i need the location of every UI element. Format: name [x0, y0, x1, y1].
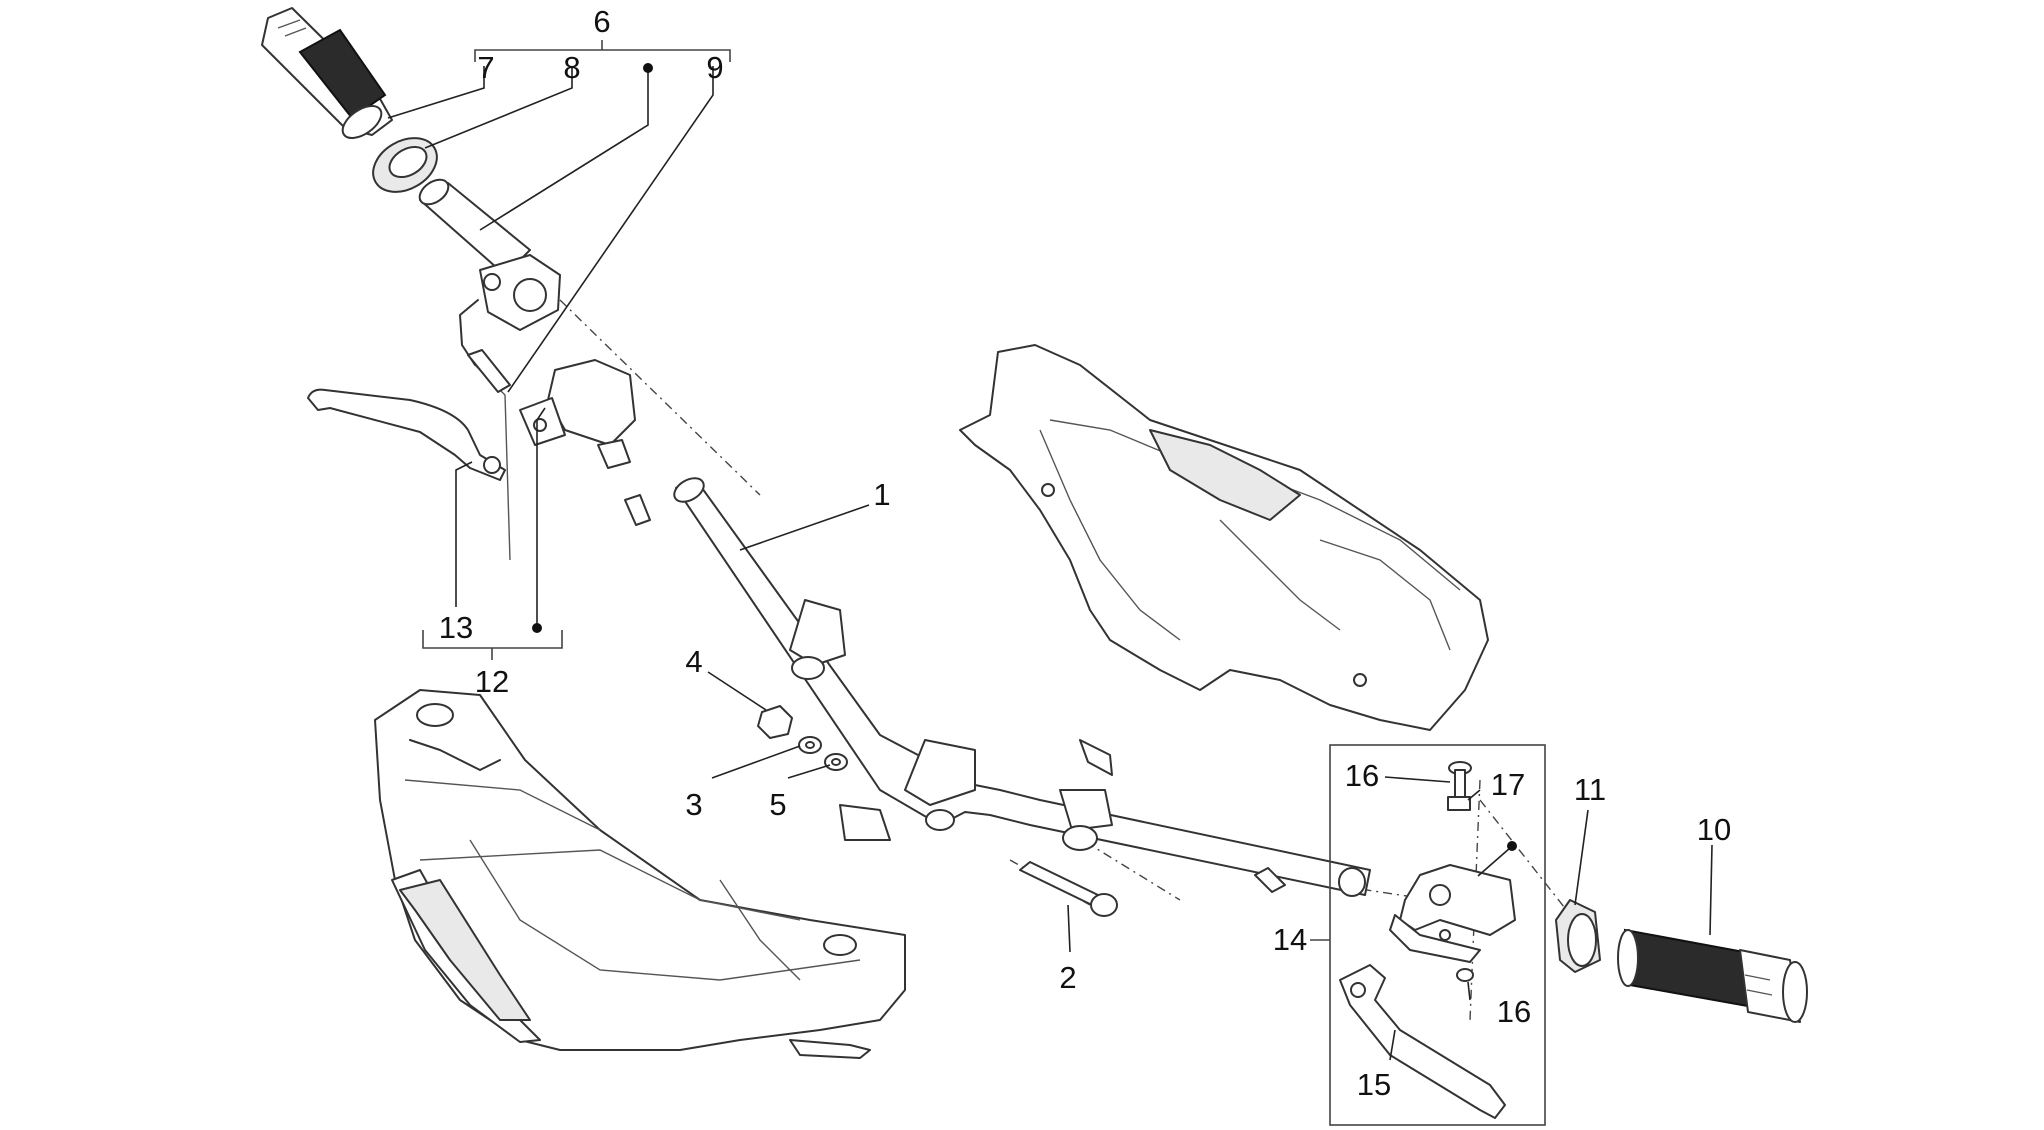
callout-labels: 6 7 8 9 1 4 3 5 13 12 2 14 16 17 16 15 1…	[439, 4, 1731, 1102]
callout-1: 1	[873, 477, 890, 512]
callout-12: 12	[475, 664, 509, 699]
small-spring[interactable]	[1447, 796, 1471, 811]
front-handlebar-cover[interactable]	[374, 689, 906, 1059]
left-brake-lever[interactable]	[307, 388, 506, 481]
callout-14: 14	[1273, 922, 1307, 957]
callout-9: 9	[706, 50, 723, 85]
right-brake-lever[interactable]	[1339, 964, 1506, 1119]
right-grip[interactable]	[1617, 928, 1808, 1023]
leader-lines	[387, 63, 1713, 1061]
callout-8: 8	[563, 50, 580, 85]
callout-13: 13	[439, 610, 473, 645]
callout-11: 11	[1574, 772, 1606, 807]
grip-ring[interactable]	[364, 127, 447, 203]
callout-6: 6	[593, 4, 610, 39]
callout-7: 7	[477, 50, 494, 85]
callout-10: 10	[1697, 812, 1731, 847]
callout-16-top: 16	[1345, 758, 1379, 793]
right-grip-ring[interactable]	[1555, 899, 1601, 973]
right-lever-bracket[interactable]	[1389, 864, 1516, 963]
brake-switch-small[interactable]	[624, 494, 651, 526]
callout-15: 15	[1357, 1067, 1391, 1102]
clamp-nut[interactable]	[757, 705, 793, 739]
washer-right[interactable]	[824, 753, 848, 771]
callout-17: 17	[1491, 767, 1525, 802]
brake-master-cylinder[interactable]	[519, 359, 636, 469]
throttle-tube[interactable]	[415, 175, 531, 276]
screw-top[interactable]	[1448, 761, 1472, 801]
washer-left[interactable]	[798, 736, 822, 754]
bleed-screw[interactable]	[1254, 867, 1286, 893]
small-nut-bottom[interactable]	[1456, 968, 1474, 982]
callout-2: 2	[1059, 960, 1076, 995]
callout-16-bottom: 16	[1497, 994, 1531, 1029]
callout-5: 5	[769, 787, 786, 822]
rear-handlebar-cover[interactable]	[959, 344, 1489, 731]
left-grip[interactable]	[261, 7, 393, 144]
throttle-cable[interactable]	[467, 349, 511, 561]
callout-3: 3	[685, 787, 702, 822]
group-box-14	[1310, 744, 1546, 1126]
group-bracket-12	[422, 630, 563, 660]
clamp-bolt[interactable]	[1019, 861, 1118, 917]
group-bracket-6	[474, 40, 731, 62]
handlebar-tube[interactable]	[670, 473, 1371, 897]
throttle-housing[interactable]	[459, 254, 561, 366]
callout-4: 4	[685, 644, 702, 679]
